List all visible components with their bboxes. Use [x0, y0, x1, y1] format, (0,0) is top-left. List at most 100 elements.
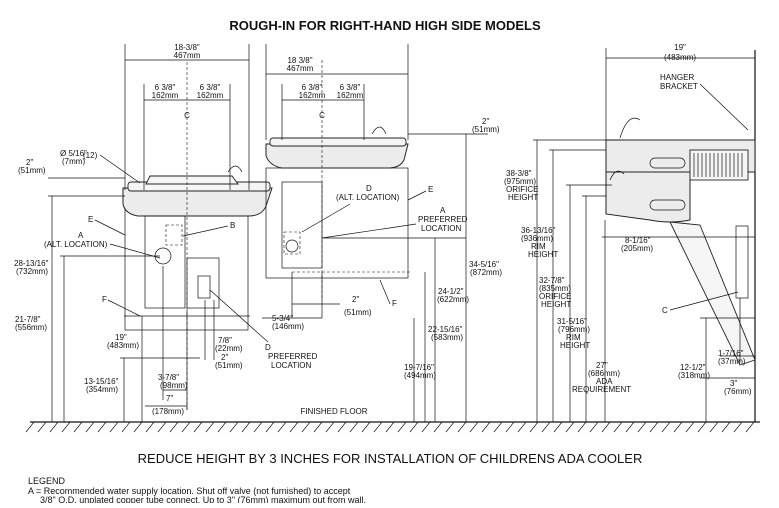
r2-a: RIM: [566, 333, 581, 342]
floor-hatch-stroke: [289, 421, 299, 433]
p2-in: 3": [730, 379, 737, 388]
h4-in: 13-15/16": [84, 377, 119, 386]
label-e-mid: E: [428, 185, 433, 194]
floor-hatch-stroke: [469, 421, 479, 433]
hanger-2: BRACKET: [660, 82, 698, 91]
half1-in-mid: 6 3/8": [302, 83, 323, 92]
front-view-middle: C 18 3/8" 467mm 6 3/8" 162mm 6 3/8" 162m…: [262, 44, 502, 422]
r1-b: HEIGHT: [528, 250, 558, 259]
d2-mm-mid: (51mm): [344, 308, 372, 317]
r1-in: 36-13/16": [521, 226, 556, 235]
floor-hatch-stroke: [505, 421, 515, 433]
floor-hatch-stroke: [745, 421, 755, 433]
floor-hatch-stroke: [349, 421, 359, 433]
label-f-left: F: [102, 295, 107, 304]
r1-mm: (936mm): [521, 234, 553, 243]
floor-hatch-stroke: [733, 421, 743, 433]
o2-a: ORIFICE: [539, 292, 571, 301]
ada-in: 27": [596, 361, 608, 370]
ada-mm: (686mm): [588, 369, 620, 378]
h4-mm: (354mm): [86, 385, 118, 394]
floor-hatch-stroke: [181, 421, 191, 433]
floor-hatch-stroke: [145, 421, 155, 433]
w-mm: (205mm): [621, 244, 653, 253]
floor-hatch-stroke: [457, 421, 467, 433]
centerline-label-left: C: [184, 111, 190, 120]
label-c-side: C: [662, 306, 668, 315]
floor-hatch-stroke: [433, 421, 443, 433]
pref2-left: LOCATION: [271, 361, 312, 370]
floor-hatch-stroke: [85, 421, 95, 433]
floor-hatch-stroke: [481, 421, 491, 433]
floor-hatch-stroke: [97, 421, 107, 433]
floor-hatch-stroke: [301, 421, 311, 433]
floor-hatch-stroke: [325, 421, 335, 433]
floor-hatch-stroke: [73, 421, 83, 433]
h3-mm-mid: (583mm): [431, 333, 463, 342]
o1-in: 38-3/8": [506, 169, 532, 178]
legend-line-a2: 3/8" O.D. unplated copper tube connect. …: [40, 495, 366, 503]
floor-hatch-stroke: [385, 421, 395, 433]
depth-mm: (483mm): [664, 53, 696, 62]
h1-mm: (732mm): [16, 267, 48, 276]
hole-label: Ø 5/16": [60, 149, 87, 158]
floor-hatch-stroke: [613, 421, 623, 433]
floor-hatch-stroke: [169, 421, 179, 433]
o1-b: HEIGHT: [508, 193, 538, 202]
ada-a: ADA: [596, 377, 613, 386]
floor-hatch-stroke: [277, 421, 287, 433]
grille: [689, 149, 749, 181]
half2-in-left: 6 3/8": [200, 83, 221, 92]
basin-left: [145, 175, 239, 185]
d2-mm: (178mm): [152, 407, 184, 416]
floor-hatch-stroke: [721, 421, 731, 433]
floor-hatch-stroke: [265, 421, 275, 433]
floor-hatch-stroke: [661, 421, 671, 433]
label-a-alt-left: (ALT. LOCATION): [44, 240, 108, 249]
d2-in-mid: 2": [352, 295, 359, 304]
r1-a: RIM: [531, 242, 546, 251]
h2-in-mid: 24-1/2": [438, 287, 464, 296]
floor-hatch-stroke: [673, 421, 683, 433]
h2-mm-mid: (622mm): [437, 295, 469, 304]
r2-b: HEIGHT: [560, 341, 590, 350]
ada-b: REQUIREMENT: [572, 385, 631, 394]
floor-hatch-stroke: [685, 421, 695, 433]
o1-mm: (975mm): [504, 177, 536, 186]
grille-lines: [693, 153, 743, 177]
half2-mm-left: 162mm: [197, 91, 224, 100]
label-d-left: D: [265, 343, 271, 352]
half2-mm-mid: 162mm: [337, 91, 364, 100]
label-a-mid: A: [440, 206, 446, 215]
handle-upper: [649, 157, 686, 169]
floor-hatch-stroke: [109, 421, 119, 433]
floor-hatch-stroke: [601, 421, 611, 433]
o2-in: 32-7/8": [539, 276, 565, 285]
front-view-left: C 18-3/8" 467mm 6 3/8" 162mm 6 3/8" 162m…: [14, 43, 318, 422]
r2-in: 31-5/16": [557, 317, 587, 326]
floor-hatch-stroke: [205, 421, 215, 433]
cooler-body-left: [122, 187, 273, 217]
basin-rim-mid: [269, 137, 407, 147]
outlet-left: [197, 275, 211, 299]
reduce-height-note: REDUCE HEIGHT BY 3 INCHES FOR INSTALLATI…: [138, 451, 643, 466]
floor-hatch: [25, 421, 755, 433]
left-in: 2": [26, 158, 33, 167]
r2-mm: (796mm): [558, 325, 590, 334]
wall-plate: [124, 197, 249, 331]
floor-hatch-stroke: [709, 421, 719, 433]
top-in-mid: 2": [482, 117, 489, 126]
label-d-alt-mid: (ALT. LOCATION): [336, 193, 400, 202]
floor-hatch-stroke: [313, 421, 323, 433]
floor-label: FINISHED FLOOR: [300, 407, 367, 416]
floor-hatch-stroke: [157, 421, 167, 433]
floor-hatch-stroke: [37, 421, 47, 433]
handle-lower: [649, 199, 686, 211]
bubbler-mid: [371, 126, 387, 135]
inner-box-mid: [281, 181, 323, 269]
floor-hatch-stroke: [577, 421, 587, 433]
floor-hatch-stroke: [361, 421, 371, 433]
floor-hatch-stroke: [529, 421, 539, 433]
hanger-1: HANGER: [660, 73, 694, 82]
